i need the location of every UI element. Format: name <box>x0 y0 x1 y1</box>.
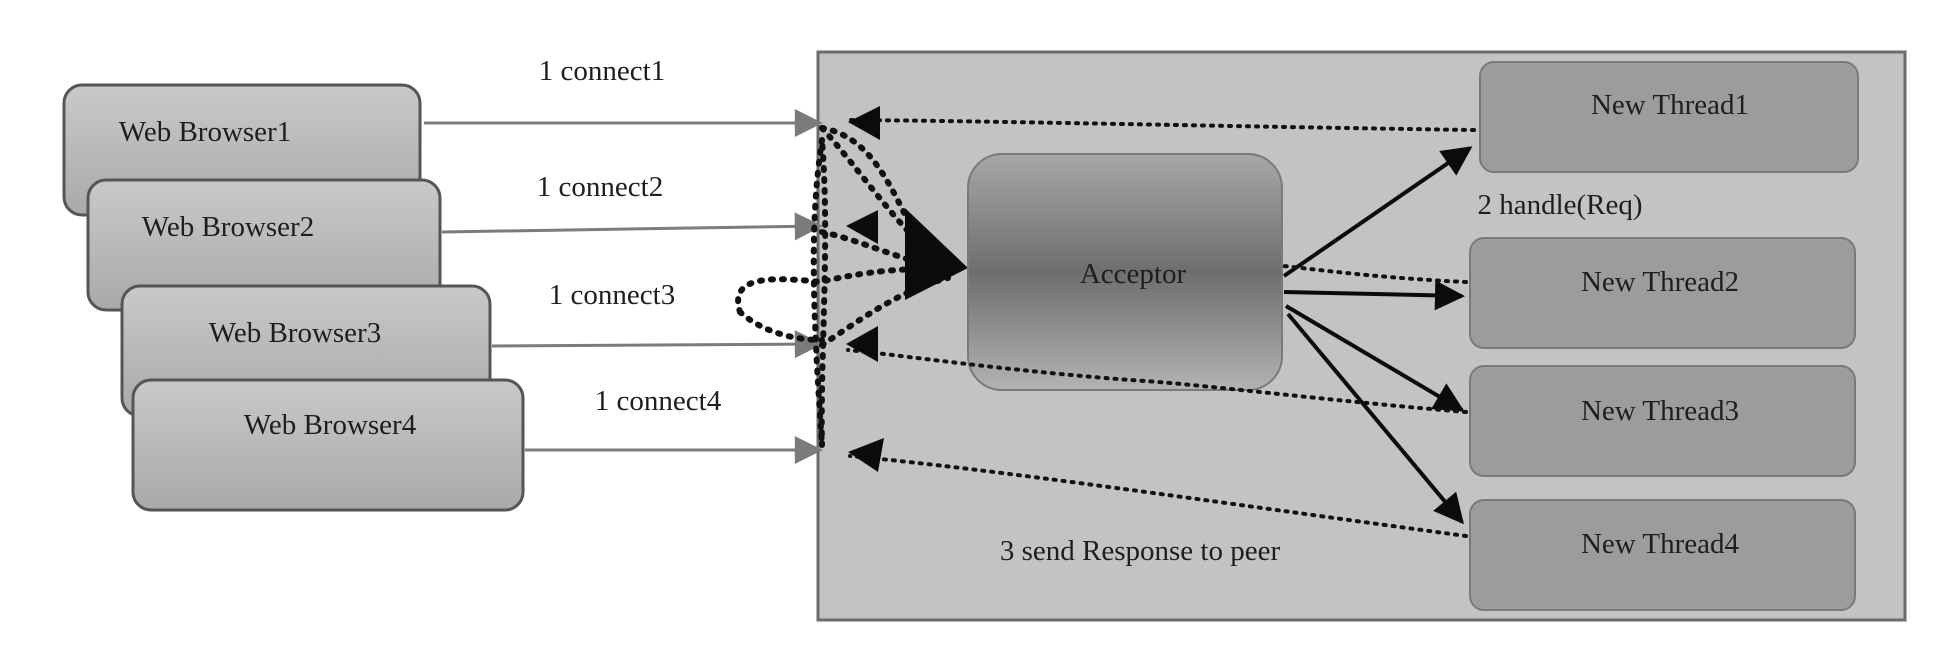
handle-arrow-4 <box>1286 312 1464 525</box>
thread-node-4: New Thread4 <box>1469 499 1856 611</box>
connect-label-1: 1 connect1 <box>539 55 665 87</box>
handle-arrow-2 <box>1283 280 1465 311</box>
response-dotted-lines <box>846 118 1476 538</box>
browser-node-2: Web Browser2 <box>86 178 442 312</box>
thread-label-3: New Thread3 <box>1581 395 1739 427</box>
thread-label-4: New Thread4 <box>1581 528 1740 560</box>
acceptor-node: Acceptor <box>967 153 1283 391</box>
response-arrowhead-3 <box>846 326 878 362</box>
response-arrowhead-1 <box>848 106 880 140</box>
browser-node-4: Web Browser4 <box>131 378 525 512</box>
handle-label: 2 handle(Req) <box>1477 189 1642 221</box>
browser-label-2: Web Browser2 <box>142 211 314 243</box>
response-arrowhead-2 <box>846 210 878 244</box>
browser-label-3: Web Browser3 <box>209 317 381 349</box>
thread-label-2: New Thread2 <box>1581 266 1739 298</box>
connect-arrow-3 <box>491 330 823 359</box>
thread-node-2: New Thread2 <box>1469 237 1856 349</box>
connect-arrow-2 <box>441 212 823 241</box>
browser-label-1: Web Browser1 <box>119 116 291 148</box>
connect-label-4: 1 connect4 <box>595 385 722 417</box>
response-arrowhead-4 <box>848 438 884 472</box>
browser-label-4: Web Browser4 <box>244 409 417 441</box>
connect-label-3: 1 connect3 <box>549 279 675 311</box>
thread-label-1: New Thread1 <box>1591 89 1749 121</box>
handle-arrow-1 <box>1282 146 1473 278</box>
acceptor-label: Acceptor <box>1080 258 1187 290</box>
accept-arrowhead <box>905 208 968 300</box>
thread-node-3: New Thread3 <box>1469 365 1856 477</box>
connect-label-2: 1 connect2 <box>537 171 663 203</box>
handle-arrow-3 <box>1284 304 1465 412</box>
response-label: 3 send Response to peer <box>1000 535 1281 567</box>
thread-node-1: New Thread1 <box>1479 61 1859 173</box>
